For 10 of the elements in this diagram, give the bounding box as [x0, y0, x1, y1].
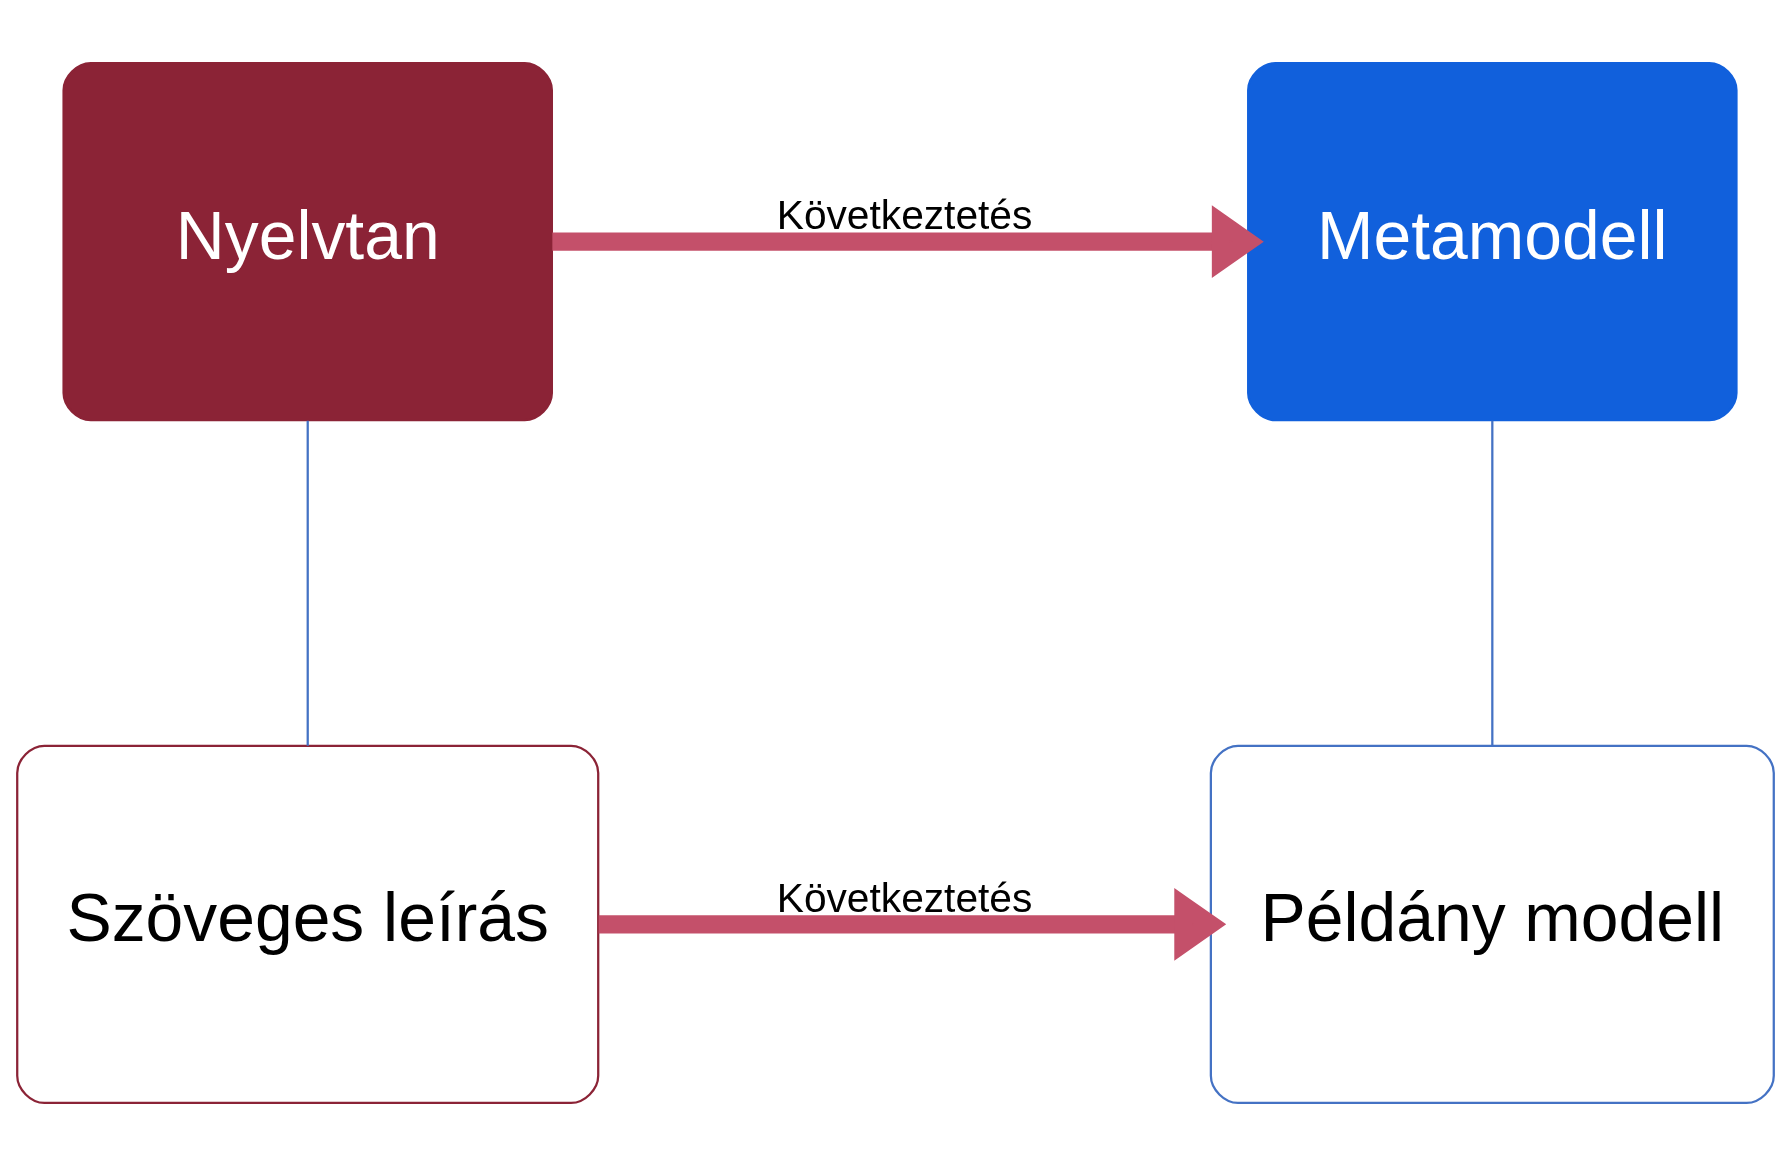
connector: [306, 420, 309, 746]
node-box: Metamodell: [1247, 61, 1738, 422]
node-box: Szöveges leírás: [16, 744, 600, 1105]
connector: [1491, 420, 1494, 746]
arrow: [598, 888, 1227, 961]
arrow: [552, 205, 1264, 278]
node-box: Példány modell: [1209, 744, 1775, 1105]
edge-label: Következtetés: [776, 874, 1033, 921]
node-box: Nyelvtan: [62, 61, 553, 422]
edge-label: Következtetés: [776, 191, 1033, 238]
